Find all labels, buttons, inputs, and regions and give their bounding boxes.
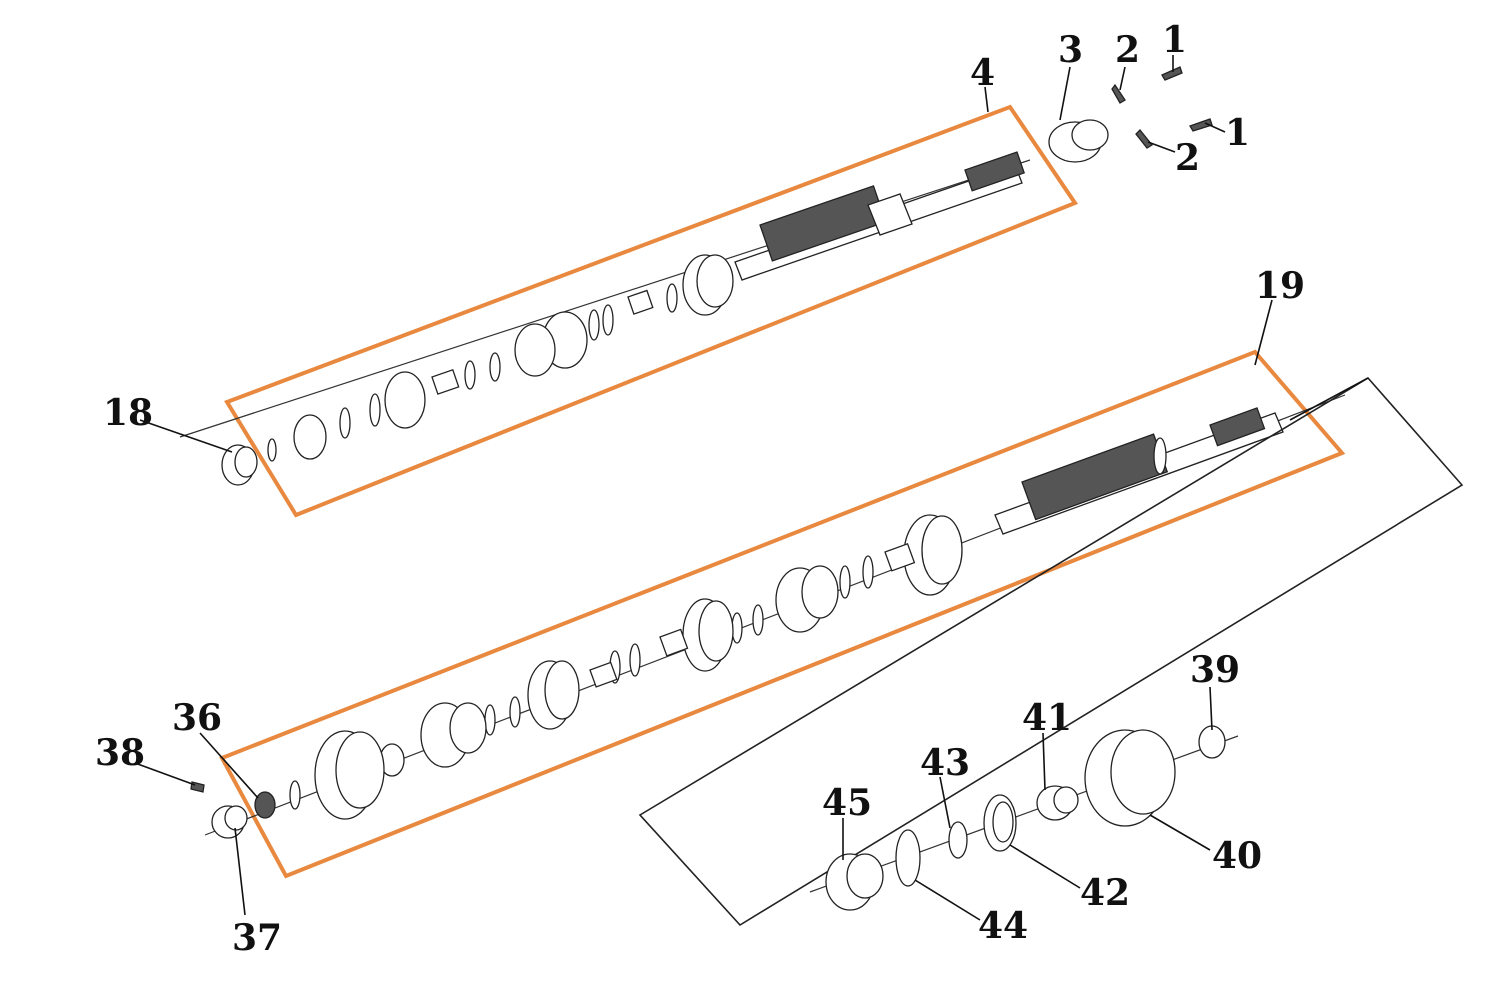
upper-washer-h xyxy=(267,438,277,462)
leader-41 xyxy=(1042,732,1046,791)
lower-gear-largest-face xyxy=(335,731,385,809)
group-box-4 xyxy=(224,104,1079,518)
upper-washer-e xyxy=(464,360,476,390)
callout-38: 38 xyxy=(95,732,145,774)
callout-1b: 1 xyxy=(1225,112,1250,154)
lower-washer-i xyxy=(289,780,301,810)
leader-39 xyxy=(1209,686,1213,731)
callout-3: 3 xyxy=(1058,29,1083,71)
bearing-18-face xyxy=(234,446,258,478)
upper-shaft-collar xyxy=(867,193,913,236)
callout-40: 40 xyxy=(1212,835,1262,877)
callout-4: 4 xyxy=(970,52,995,94)
leader-37 xyxy=(234,827,246,916)
upper-bushing-a xyxy=(627,289,654,315)
part-42-ring-inner xyxy=(992,801,1014,843)
leader-18 xyxy=(139,419,233,453)
leader-4 xyxy=(984,86,989,113)
callout-44: 44 xyxy=(978,905,1028,947)
lower-washer-e xyxy=(629,643,641,677)
lower-gear-sync-d xyxy=(449,702,487,754)
callout-42: 42 xyxy=(1080,872,1130,914)
leader-1b xyxy=(1204,122,1226,133)
bearing-3-face xyxy=(1071,119,1109,151)
upper-shaft-assembly xyxy=(179,104,1079,518)
upper-bushing-b xyxy=(431,369,460,395)
part-43-washer xyxy=(948,821,968,859)
lower-washer-b xyxy=(839,565,851,599)
callout-39: 39 xyxy=(1190,649,1240,691)
pin-2-lower xyxy=(1135,129,1153,149)
leader-38 xyxy=(134,762,196,786)
small-pins xyxy=(1111,66,1213,149)
callout-36: 36 xyxy=(172,697,222,739)
panel-connector-line xyxy=(1289,377,1369,421)
upper-washer-b xyxy=(602,304,614,336)
leader-3 xyxy=(1059,66,1071,121)
lower-bushing-a xyxy=(884,542,916,572)
leader-43 xyxy=(939,776,951,829)
upper-shaft-end-splines xyxy=(964,151,1025,192)
part-39 xyxy=(1198,725,1226,759)
pin-1-lower xyxy=(1189,118,1213,132)
lower-washer-c xyxy=(752,604,764,636)
callout-1a: 1 xyxy=(1162,19,1187,61)
detail-panel-frame xyxy=(638,376,1464,927)
leader-2b xyxy=(1147,141,1176,153)
lower-washer-a xyxy=(862,555,874,589)
lower-shaft-collar xyxy=(1153,437,1167,475)
leader-42 xyxy=(1009,844,1081,889)
leader-40 xyxy=(1149,814,1211,851)
lower-gear-large-b-face xyxy=(698,600,734,662)
leader-2a xyxy=(1119,66,1126,91)
callout-18: 18 xyxy=(103,392,153,434)
detail-panel xyxy=(638,376,1464,927)
leader-36 xyxy=(199,732,259,799)
bearing-3 xyxy=(1048,119,1109,163)
needle-bearing-36 xyxy=(254,791,276,819)
leader-lines xyxy=(134,55,1273,921)
leader-44 xyxy=(914,879,981,921)
upper-washer-g xyxy=(339,407,351,439)
bearing-37-face xyxy=(224,805,248,831)
upper-gear-medium xyxy=(384,371,426,429)
lower-bushing-c xyxy=(589,661,618,688)
callout-2a: 2 xyxy=(1115,29,1140,71)
part-44-washer xyxy=(895,829,921,887)
upper-gear-large-face xyxy=(696,254,734,308)
upper-gear-small xyxy=(293,414,327,460)
callout-43: 43 xyxy=(920,742,970,784)
callout-2b: 2 xyxy=(1175,137,1200,179)
pin-2-upper xyxy=(1111,83,1126,104)
callout-19: 19 xyxy=(1255,265,1305,307)
lower-shaft-splines xyxy=(1021,433,1169,521)
group-box-19 xyxy=(219,349,1346,879)
callout-41: 41 xyxy=(1022,697,1072,739)
upper-washer-c xyxy=(588,309,600,341)
lower-washer-g xyxy=(509,696,521,728)
pin-1-upper xyxy=(1161,66,1183,81)
lower-bushing-b xyxy=(659,628,689,657)
lower-gear-large-c-face xyxy=(544,660,580,720)
callouts: 1 1 2 2 3 4 18 19 36 37 38 39 40 41 42 4… xyxy=(95,19,1305,959)
part-41-bushing-face xyxy=(1053,786,1079,814)
part-40-gear-face xyxy=(1110,729,1176,815)
lower-shaft-end-splines xyxy=(1209,407,1266,447)
callout-37: 37 xyxy=(232,917,282,959)
upper-washer-f xyxy=(369,393,381,427)
callout-45: 45 xyxy=(822,782,872,824)
upper-washer-a xyxy=(666,283,678,313)
bearing-18 xyxy=(221,444,258,486)
upper-washer-d xyxy=(489,352,501,382)
upper-gear-double-b xyxy=(514,323,556,377)
lower-gear-large-a-face xyxy=(921,515,963,585)
lower-shaft-assembly xyxy=(204,349,1346,879)
part-45-bearing-face xyxy=(846,853,884,899)
lower-gear-sync-b xyxy=(801,565,839,619)
leader-19 xyxy=(1254,299,1273,366)
